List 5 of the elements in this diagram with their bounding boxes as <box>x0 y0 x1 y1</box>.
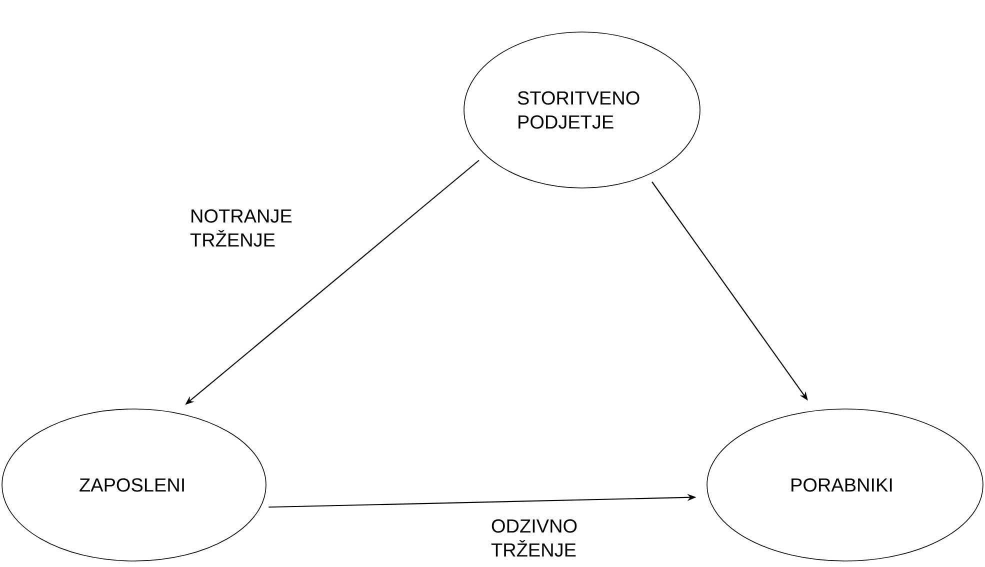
edge-label: ODZIVNO TRŽENJE <box>491 519 577 557</box>
ellipse-node: PORABNIKI <box>706 408 984 562</box>
edge-label: NOTRANJE TRŽENJE <box>190 209 292 247</box>
ellipse-node: STORITVENO PODJETJE <box>464 32 700 188</box>
ellipse-node: ZAPOSLENI <box>2 408 266 562</box>
